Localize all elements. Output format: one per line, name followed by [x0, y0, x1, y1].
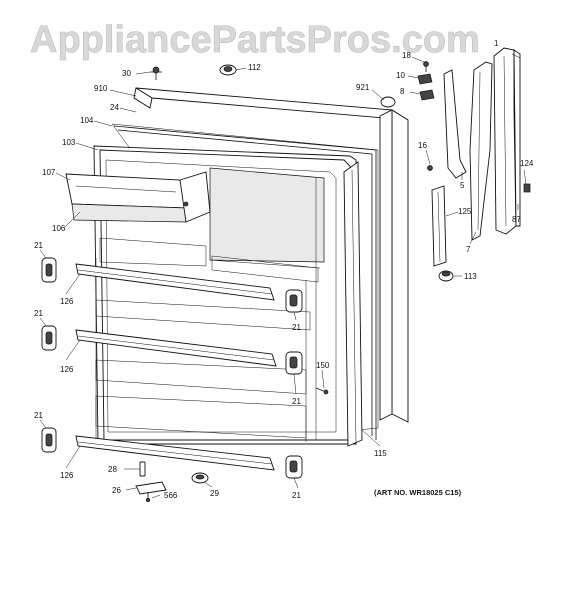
callout-28: 28 — [108, 465, 117, 474]
leader-lines — [39, 53, 527, 499]
callout-30: 30 — [122, 69, 131, 78]
door-assembly — [93, 87, 409, 447]
callout-16: 16 — [418, 141, 427, 150]
art-number: (ART NO. WR18025 C15) — [374, 488, 462, 497]
shelf-end-caps — [41, 257, 303, 479]
callout-115: 115 — [374, 449, 387, 458]
dairy-door-part — [65, 171, 211, 223]
callout-21-c: 21 — [34, 309, 43, 318]
callout-labels: 1 18 10 8 921 30 112 910 24 104 103 107 … — [34, 39, 534, 500]
callout-21-d: 21 — [292, 397, 301, 406]
callout-10: 10 — [396, 71, 405, 80]
callout-125: 125 — [458, 207, 472, 216]
callout-87: 87 — [512, 215, 521, 224]
callout-104: 104 — [80, 116, 94, 125]
callout-1: 1 — [494, 39, 499, 48]
callout-126-b: 126 — [60, 365, 74, 374]
callout-112: 112 — [248, 63, 261, 72]
shelf-bars — [75, 263, 277, 471]
callout-566: 566 — [164, 491, 178, 500]
callout-21-e: 21 — [34, 411, 43, 420]
callout-26: 26 — [112, 486, 121, 495]
callout-910: 910 — [94, 84, 108, 93]
callout-106: 106 — [52, 224, 66, 233]
callout-5: 5 — [460, 181, 465, 190]
callout-124: 124 — [520, 159, 534, 168]
callout-7: 7 — [466, 245, 471, 254]
callout-150: 150 — [316, 361, 330, 370]
callout-126-a: 126 — [60, 297, 74, 306]
callout-18: 18 — [402, 51, 411, 60]
callout-8: 8 — [400, 87, 405, 96]
callout-107: 107 — [42, 168, 56, 177]
callout-113: 113 — [464, 272, 477, 281]
callout-21-f: 21 — [292, 491, 301, 500]
callout-103: 103 — [62, 138, 76, 147]
hinge-brackets — [431, 47, 521, 267]
callout-921: 921 — [356, 83, 370, 92]
hardware-parts — [135, 61, 531, 503]
callout-24: 24 — [110, 103, 119, 112]
callout-21-a: 21 — [34, 241, 43, 250]
callout-21-b: 21 — [292, 323, 301, 332]
watermark-text: AppliancePartsPros.com — [30, 19, 480, 61]
callout-126-c: 126 — [60, 471, 74, 480]
callout-29: 29 — [210, 489, 219, 498]
